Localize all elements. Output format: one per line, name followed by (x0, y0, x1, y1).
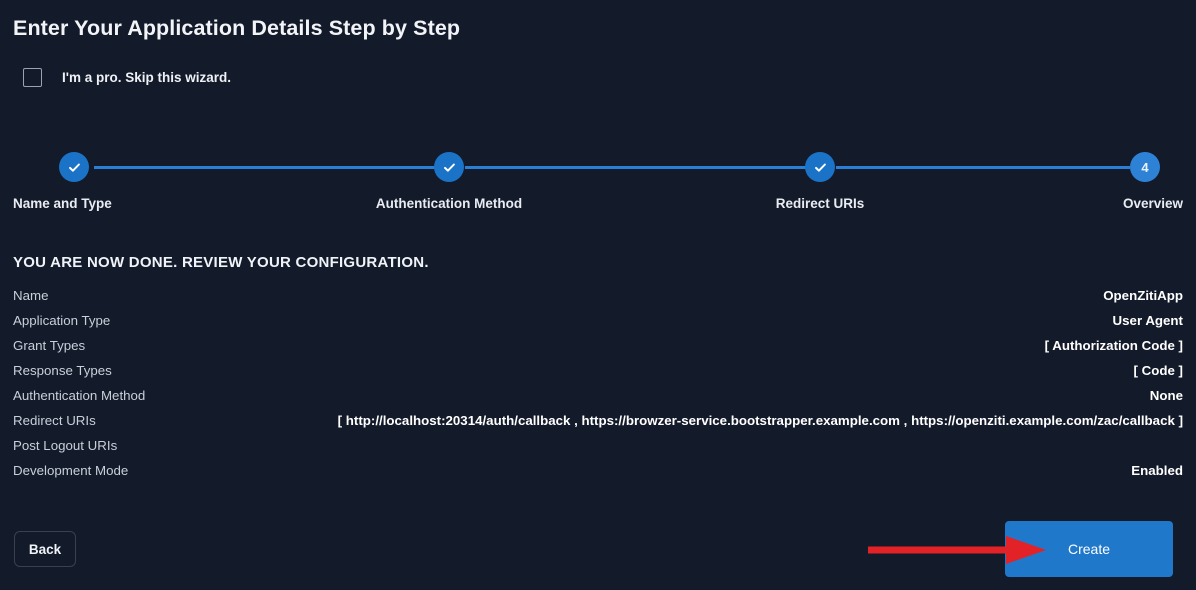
summary-value: None (1149, 388, 1183, 403)
summary-value: [ Authorization Code ] (1044, 338, 1183, 353)
step-number-4: 4 (1141, 159, 1149, 175)
back-button[interactable]: Back (14, 531, 76, 567)
skip-wizard-label: I'm a pro. Skip this wizard. (62, 70, 231, 85)
check-icon (442, 160, 457, 175)
step-connector-2-3 (465, 166, 806, 169)
configuration-summary: Name OpenZitiApp Application Type User A… (13, 288, 1183, 488)
summary-label: Application Type (13, 313, 111, 328)
summary-row-post-logout-uris: Post Logout URIs (13, 438, 1183, 463)
summary-value: Enabled (1131, 463, 1183, 478)
summary-label: Name (13, 288, 49, 303)
summary-value: User Agent (1112, 313, 1183, 328)
summary-label: Post Logout URIs (13, 438, 118, 453)
summary-row-response-types: Response Types [ Code ] (13, 363, 1183, 388)
summary-row-application-type: Application Type User Agent (13, 313, 1183, 338)
step-circle-1[interactable] (59, 152, 89, 182)
step-label-3: Redirect URIs (775, 196, 865, 211)
check-icon (813, 160, 828, 175)
summary-row-grant-types: Grant Types [ Authorization Code ] (13, 338, 1183, 363)
summary-label: Redirect URIs (13, 413, 96, 428)
review-heading: YOU ARE NOW DONE. REVIEW YOUR CONFIGURAT… (13, 254, 429, 271)
skip-wizard-checkbox[interactable] (23, 68, 42, 87)
step-circle-3[interactable] (805, 152, 835, 182)
summary-row-redirect-uris: Redirect URIs [ http://localhost:20314/a… (13, 413, 1183, 438)
step-label-4: Overview (1122, 196, 1183, 211)
summary-label: Response Types (13, 363, 112, 378)
step-circle-2[interactable] (434, 152, 464, 182)
summary-value: OpenZitiApp (1103, 288, 1183, 303)
summary-value: [ http://localhost:20314/auth/callback ,… (337, 413, 1183, 428)
step-connector-3-4 (836, 166, 1130, 169)
summary-row-authentication-method: Authentication Method None (13, 388, 1183, 413)
summary-label: Authentication Method (13, 388, 146, 403)
page-title: Enter Your Application Details Step by S… (13, 16, 461, 40)
summary-row-development-mode: Development Mode Enabled (13, 463, 1183, 488)
summary-label: Grant Types (13, 338, 86, 353)
step-circle-4[interactable]: 4 (1130, 152, 1160, 182)
skip-wizard-row[interactable]: I'm a pro. Skip this wizard. (23, 68, 231, 87)
step-label-2: Authentication Method (375, 196, 523, 211)
summary-row-name: Name OpenZitiApp (13, 288, 1183, 313)
summary-value: [ Code ] (1133, 363, 1184, 378)
wizard-stepper: Name and Type Authentication Method Redi… (13, 152, 1183, 211)
check-icon (67, 160, 82, 175)
step-connector-1-2 (94, 166, 435, 169)
summary-label: Development Mode (13, 463, 129, 478)
create-button[interactable]: Create (1005, 521, 1173, 577)
step-label-1: Name and Type (13, 196, 112, 211)
